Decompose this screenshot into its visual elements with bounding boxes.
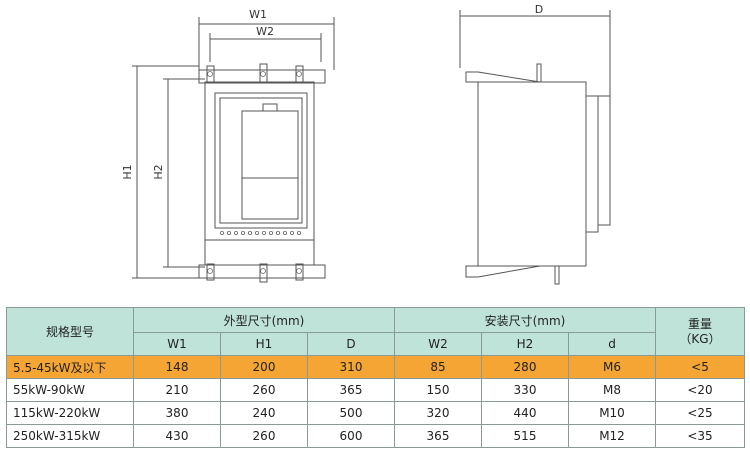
table-row: 115kW-220kW 380 240 500 320 440 M10 <25	[6, 401, 745, 425]
label-h1: H1	[121, 164, 134, 179]
cell-bolt: M6	[568, 355, 656, 379]
cell-w2: 85	[394, 355, 482, 379]
cell-h1: 260	[220, 424, 308, 448]
cell-weight: <25	[655, 401, 745, 425]
header-outer-size: 外型尺寸(mm)	[133, 307, 395, 333]
table-row: 5.5-45kW及以下 148 200 310 85 280 M6 <5	[6, 355, 745, 379]
cell-bolt: M10	[568, 401, 656, 425]
header-weight: 重量 （KG）	[655, 307, 745, 356]
cell-model: 250kW-315kW	[6, 424, 134, 448]
cell-h2: 280	[481, 355, 569, 379]
label-w2: W2	[256, 25, 274, 38]
cell-h2: 515	[481, 424, 569, 448]
header-model: 规格型号	[6, 307, 134, 356]
spec-table: 规格型号 外型尺寸(mm) 安装尺寸(mm) 重量 （KG） W1 H1 D W…	[6, 307, 745, 448]
label-w1: W1	[249, 8, 267, 21]
header-weight-line2: （KG）	[679, 331, 721, 346]
cell-h2: 440	[481, 401, 569, 425]
cell-w1: 210	[133, 378, 221, 402]
cell-bolt: M8	[568, 378, 656, 402]
header-col-d: D	[307, 332, 395, 356]
cell-w1: 148	[133, 355, 221, 379]
header-col-h1: H1	[220, 332, 308, 356]
header-col-h2: H2	[481, 332, 569, 356]
cell-h1: 200	[220, 355, 308, 379]
cell-w1: 430	[133, 424, 221, 448]
cell-h2: 330	[481, 378, 569, 402]
header-col-bolt: d	[568, 332, 656, 356]
cell-bolt: M12	[568, 424, 656, 448]
cell-w2: 320	[394, 401, 482, 425]
cell-d: 500	[307, 401, 395, 425]
cell-w2: 365	[394, 424, 482, 448]
table-row: 55kW-90kW 210 260 365 150 330 M8 <20	[6, 378, 745, 402]
cell-w2: 150	[394, 378, 482, 402]
cell-model: 55kW-90kW	[6, 378, 134, 402]
cell-w1: 380	[133, 401, 221, 425]
header-col-w2: W2	[394, 332, 482, 356]
cell-weight: <20	[655, 378, 745, 402]
cell-d: 310	[307, 355, 395, 379]
cell-h1: 240	[220, 401, 308, 425]
label-d: D	[535, 3, 543, 16]
cell-model: 115kW-220kW	[6, 401, 134, 425]
cell-weight: <5	[655, 355, 745, 379]
header-weight-line1: 重量	[687, 316, 712, 331]
cell-model: 5.5-45kW及以下	[6, 355, 134, 379]
cell-d: 600	[307, 424, 395, 448]
table-row: 250kW-315kW 430 260 600 365 515 M12 <35	[6, 424, 745, 448]
label-h2: H2	[152, 164, 165, 179]
header-col-w1: W1	[133, 332, 221, 356]
cell-h1: 260	[220, 378, 308, 402]
header-install-size: 安装尺寸(mm)	[394, 307, 656, 333]
cell-weight: <35	[655, 424, 745, 448]
dimension-drawing: W1 W2 H1 H2 D	[121, 3, 611, 285]
cell-d: 365	[307, 378, 395, 402]
